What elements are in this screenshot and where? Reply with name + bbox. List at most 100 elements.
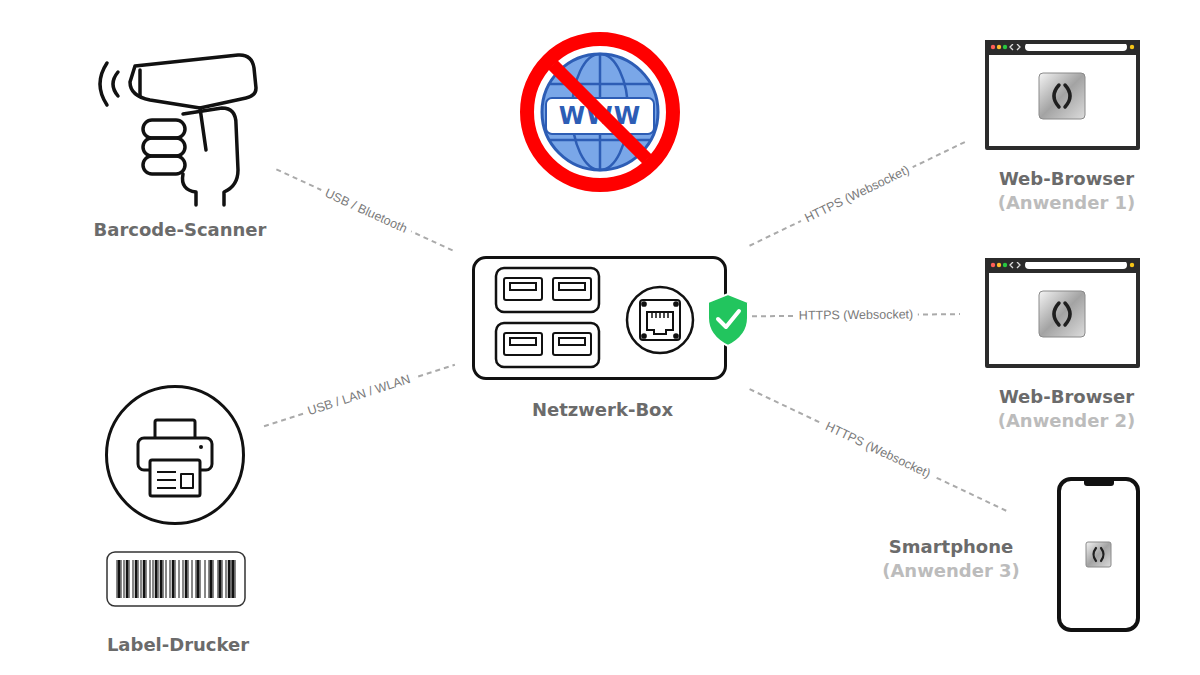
usb-port (559, 338, 585, 345)
globe-lines (550, 54, 650, 170)
screw (674, 302, 677, 305)
scanner-window (138, 70, 142, 96)
window-dot (1003, 263, 1007, 267)
finger (143, 120, 185, 138)
printer-output (150, 460, 200, 496)
node-caption: Smartphone(Anwender 3) (861, 535, 1041, 583)
usb-port (559, 283, 585, 290)
app-glyph (1054, 303, 1070, 325)
dashed-connector (750, 142, 966, 246)
app-icon (1039, 73, 1085, 119)
barcode-bars (117, 560, 235, 598)
phone-face (1057, 477, 1140, 632)
usb-port (510, 283, 536, 290)
node-title: Web-Browser (959, 167, 1174, 191)
scanner-head (130, 55, 256, 108)
address-bar (1025, 43, 1127, 51)
globe-text: WWW (559, 102, 641, 130)
dashed-connector (750, 389, 1008, 511)
node-subtitle: (Anwender 1) (959, 191, 1174, 215)
node-caption: Barcode-Scanner (60, 218, 300, 242)
phone-screen (1057, 477, 1140, 632)
printer-body (138, 438, 212, 470)
signal-arc (100, 63, 107, 105)
usb-port (504, 333, 542, 355)
barcode-bars (119, 560, 233, 598)
app-glyph (1054, 85, 1070, 107)
barcode-label (107, 552, 245, 606)
app-glyph (1094, 548, 1104, 561)
window-dot (1003, 45, 1007, 49)
browser-page (985, 40, 1140, 150)
usb-port (553, 333, 591, 355)
node-title: Barcode-Scanner (60, 218, 300, 242)
nav-arrows (1010, 262, 1020, 268)
scanner-handle (200, 108, 206, 150)
dashed-connector (264, 365, 455, 427)
screw (674, 334, 677, 337)
node-title: Label-Drucker (58, 633, 298, 657)
ethernet-ring (627, 287, 693, 353)
node-subtitle: (Anwender 2) (959, 409, 1174, 433)
connector-group (264, 142, 1007, 511)
node-caption: Web-Browser(Anwender 2) (959, 385, 1174, 433)
usb-port (510, 338, 536, 345)
globe (542, 54, 658, 170)
browser-chrome (985, 258, 1140, 368)
window-dot (991, 263, 995, 267)
app-icon (1086, 542, 1111, 567)
connector-label: USB / Bluetooth (318, 184, 414, 238)
usb-ports (504, 278, 591, 355)
label-outline (107, 552, 245, 606)
dashed-connector (276, 169, 455, 251)
hand-wrist (183, 174, 196, 205)
usb-group (496, 268, 599, 312)
printer-led (199, 445, 203, 449)
scanner-node: Barcode-Scanner (100, 50, 260, 200)
scanner-icon (100, 55, 256, 205)
browser-window: Web-Browser(Anwender 1) (985, 40, 1140, 150)
browser-page (985, 258, 1140, 368)
network-box-interior (472, 256, 727, 380)
node-subtitle: (Anwender 3) (861, 559, 1041, 583)
connector-label: USB / LAN / WLAN (302, 371, 418, 420)
connector-label: HTTPS (Websocket) (794, 308, 919, 323)
usb-port (504, 278, 542, 300)
address-bar (1025, 261, 1127, 269)
app-icon (1039, 291, 1085, 337)
bookmark-star (1130, 263, 1134, 267)
connector-label: HTTPS (Websocket) (798, 161, 916, 228)
window-dot (997, 263, 1001, 267)
screw (642, 334, 645, 337)
paper-lines (157, 472, 176, 488)
usb-group (496, 323, 599, 367)
rj45-socket (647, 312, 673, 334)
node-caption: Web-Browser(Anwender 1) (959, 167, 1174, 215)
browser-window: Web-Browser(Anwender 2) (985, 258, 1140, 368)
node-title: Smartphone (861, 535, 1041, 559)
printer-paper (155, 420, 195, 440)
rj45-pins (652, 312, 668, 318)
prohibition-slash (553, 65, 647, 159)
hand-palm (183, 108, 238, 205)
shield-check (718, 311, 739, 327)
bookmark-star (1130, 45, 1134, 49)
smartphone: Smartphone(Anwender 3) (1057, 477, 1140, 632)
signal-arc (113, 72, 118, 96)
www-band (546, 98, 654, 134)
window-dot (997, 45, 1001, 49)
usb-port (553, 278, 591, 300)
security-shield (708, 294, 748, 346)
nav-arrows (1010, 44, 1020, 50)
finger (143, 156, 185, 174)
screw (642, 302, 645, 305)
printer-icon (138, 420, 212, 496)
node-title: Web-Browser (959, 385, 1174, 409)
finger (143, 138, 185, 156)
